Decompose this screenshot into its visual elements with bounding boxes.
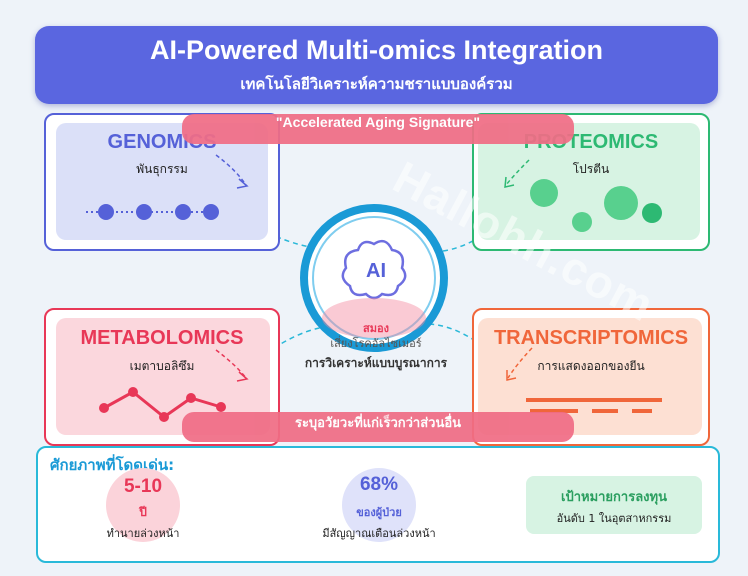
stat-years-circle (106, 468, 180, 542)
transcriptomics-title: TRANSCRIPTOMICS (493, 327, 689, 349)
dna-sequence-icon (86, 154, 249, 220)
gene-expression-bars-icon (506, 347, 662, 413)
stat-patients-unit: ของผู้ป่วย (356, 506, 402, 519)
transcriptomics-card: TRANSCRIPTOMICS การแสดงออกของยีน (472, 308, 710, 446)
page-subtitle: เทคโนโลยีวิเคราะห์ความชราแบบองค์รวม (240, 75, 513, 93)
stat-patients-caption: มีสัญญาณเตือนล่วงหน้า (322, 527, 436, 540)
genomics-subtitle: พันธุกรรม (136, 162, 188, 176)
investment-goal-title: เป้าหมายการลงทุน (561, 490, 667, 505)
stat-patients-circle (342, 468, 416, 542)
ai-label: AI (366, 260, 386, 282)
brain-label: สมอง (363, 322, 389, 335)
stat-years-value: 5-10 (123, 476, 163, 497)
stat-patients-value: 68% (359, 474, 399, 495)
protein-blobs-icon (504, 159, 662, 232)
proteomics-subtitle: โปรตีน (572, 162, 610, 176)
stat-years-unit: ปี (139, 505, 147, 519)
metabolomics-subtitle: เมตาบอลิซึม (129, 359, 195, 373)
investment-goal-subtitle: อันดับ 1 ในอุตสาหกรรม (556, 512, 672, 525)
highlights-panel: ศักยภาพที่โดดเด่น: 5-10 ปี ทำนายล่วงหน้า… (36, 446, 720, 563)
page-title: AI-Powered Multi-omics Integration (149, 35, 604, 65)
metabolism-line-icon (99, 349, 249, 422)
transcriptomics-subtitle: การแสดงออกของยีน (537, 359, 645, 373)
alzheimer-risk-note: เสี่ยงโรคอัลไซเมอร์ (330, 337, 422, 350)
investment-goal-box: เป้าหมายการลงทุน อันดับ 1 ในอุตสาหกรรม (526, 476, 702, 534)
integrated-analysis-caption: การวิเคราะห์แบบบูรณาการ (304, 356, 448, 370)
brain-icon (341, 239, 407, 300)
faster-aging-organ-banner: ระบุอวัยวะที่แก่เร็วกว่าส่วนอื่น (182, 412, 574, 442)
ai-hub (300, 204, 448, 352)
accelerated-aging-banner: "Accelerated Aging Signature" (182, 114, 574, 144)
header-banner: AI-Powered Multi-omics Integration เทคโน… (35, 26, 718, 104)
metabolomics-title: METABOLOMICS (80, 327, 244, 349)
stat-years-caption: ทำนายล่วงหน้า (106, 527, 180, 540)
